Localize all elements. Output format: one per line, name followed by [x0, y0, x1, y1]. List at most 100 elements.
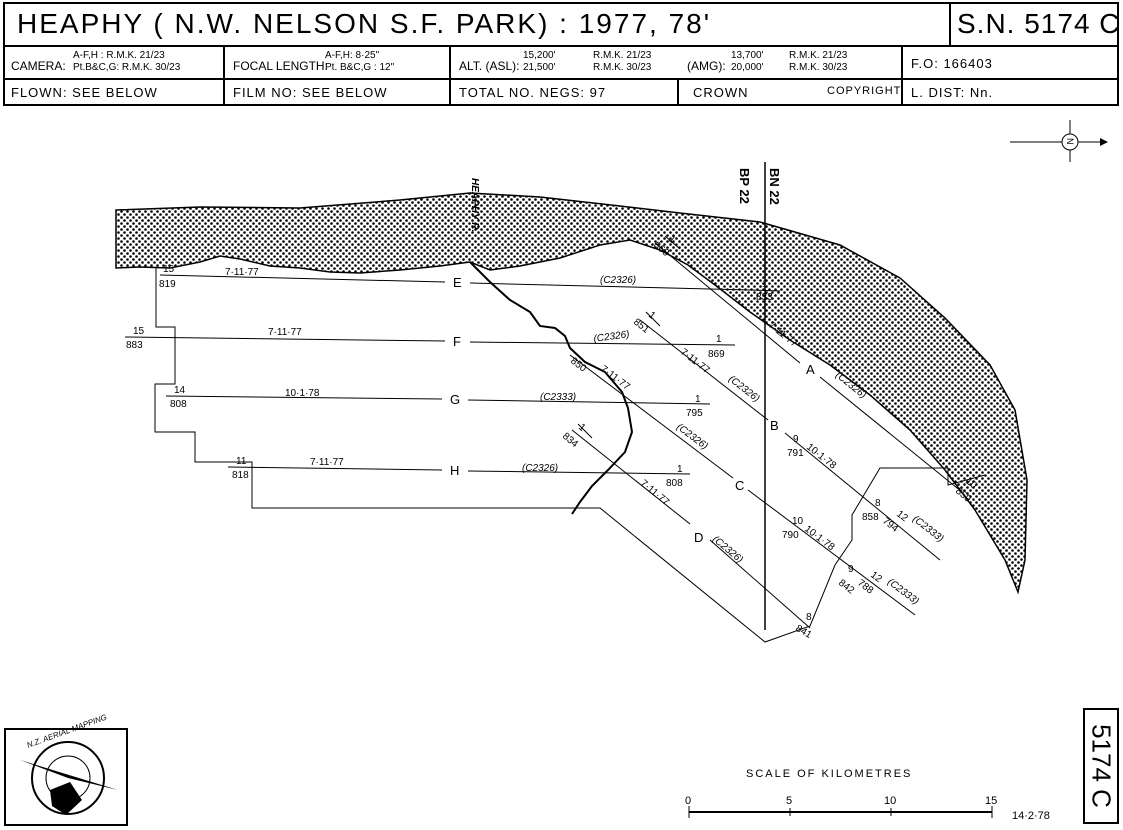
run-date-h: 7·11·77 [310, 457, 344, 468]
frame-end-top-e: 1 [762, 279, 768, 290]
frame-end-bot-g: 795 [686, 408, 703, 419]
run-letter-d: D [694, 530, 703, 545]
run-film-d: (C2326) [710, 534, 745, 566]
frame-start-bot-h: 818 [232, 470, 249, 481]
alt-asl1: 15,200' [523, 50, 556, 61]
focal-line1: A-F,H: 8·25" [325, 50, 380, 61]
amg-rmk1: R.M.K. 21/23 [789, 50, 848, 61]
flight-line-h: H 7·11·77 (C2326) 11 818 1 808 [227, 456, 691, 489]
frame-b-top: 8 [875, 498, 881, 509]
header-row-flight: FLOWN: SEE BELOW FILM NO: SEE BELOW TOTA… [5, 80, 1117, 106]
run-letter-g: G [450, 392, 460, 407]
run-date-f: 7·11·77 [268, 327, 302, 338]
alt-asl2: 21,500' [523, 62, 556, 73]
frame-end-top-d: 8 [806, 612, 812, 623]
run-letter-b: B [770, 418, 779, 433]
frame-start-top-d: 1 [576, 422, 588, 434]
logo-frame [4, 728, 128, 826]
frame-mid-bot-c: 790 [782, 530, 799, 541]
scale-tick-0: 0 [685, 795, 691, 807]
heaphy-river [469, 261, 634, 515]
sheet-number: S.N. 5174 C [957, 8, 1117, 39]
scale-title: SCALE OF KILOMETRES [746, 768, 913, 780]
frame-mid-top-b: 9 [793, 434, 799, 445]
frame-start-bot-g: 808 [170, 399, 187, 410]
run-date-b: 7·11·77 [678, 347, 712, 377]
flight-line-g: G 10·1·78 (C2333) 14 808 1 795 [165, 385, 711, 419]
frame-start-top-b: 1 [646, 310, 658, 322]
focal-label: FOCAL LENGTH: [233, 59, 328, 73]
coverage-boundary [154, 268, 986, 643]
run-film-e: (C2326) [600, 275, 636, 286]
frame-c-top: 9 [848, 564, 854, 575]
run-letter-f: F [453, 334, 461, 349]
side-label: 5174 C [1086, 724, 1117, 808]
frame-end-bot-h: 808 [666, 478, 683, 489]
frame-b-bot: 858 [862, 512, 879, 523]
flown-value: FLOWN: SEE BELOW [11, 85, 158, 100]
survey-title: HEAPHY ( N.W. NELSON S.F. PARK) : 1977, … [5, 4, 951, 45]
ldist-value: L. DIST: Nn. [911, 85, 994, 100]
alt-label: ALT. (ASL): [459, 59, 520, 73]
frame-start-top-h: 11 [236, 456, 247, 467]
run-date2-b: 10·1·78 [804, 442, 838, 472]
copyright-text: COPYRIGHT [827, 85, 902, 97]
negs-value: TOTAL NO. NEGS: 97 [459, 85, 607, 100]
run-letter-h: H [450, 463, 459, 478]
header-row-title: HEAPHY ( N.W. NELSON S.F. PARK) : 1977, … [5, 4, 1117, 47]
run-film-f: (C2326) [593, 329, 630, 345]
camera-label: CAMERA: [11, 59, 66, 73]
focal-cell: FOCAL LENGTH: A-F,H: 8·25" Pt. B&C,G : 1… [225, 47, 451, 78]
run-date-e: 7·11·77 [225, 267, 259, 278]
side-label-box: 5174 C [1083, 708, 1119, 824]
altitude-cell: ALT. (ASL): 15,200' 21,500' R.M.K. 21/23… [451, 47, 903, 78]
grid-label-bp: BP 22 [737, 168, 752, 204]
header-row-specs: CAMERA: A-F,H : R.M.K. 21/23 Pt.B&C,G: R… [5, 47, 1117, 80]
run-date2-c: 10·1·78 [802, 524, 836, 554]
frame-start-top-e: 15 [163, 264, 175, 275]
camera-line2: Pt.B&C,G: R.M.K. 30/23 [73, 62, 181, 73]
camera-cell: CAMERA: A-F,H : R.M.K. 21/23 Pt.B&C,G: R… [5, 47, 225, 78]
frame-start-top-f: 15 [133, 326, 145, 337]
frame-end-bot-e: 833 [756, 292, 773, 303]
frame-end-top-h: 1 [677, 464, 683, 475]
run-film-g: (C2333) [540, 392, 576, 403]
frame-end-top-g: 1 [695, 394, 701, 405]
flight-line-f: F 7·11·77 (C2326) 15 883 1 869 [124, 326, 736, 360]
frame-end-top-f: 1 [716, 334, 722, 345]
camera-line1: A-F,H : R.M.K. 21/23 [73, 50, 165, 61]
frame-end-bot-d: 841 [794, 623, 814, 641]
fo-number: F.O: 166403 [911, 56, 993, 71]
frame-end-bot-f: 869 [708, 349, 725, 360]
frame-start-bot-f: 883 [126, 340, 143, 351]
run-film-b: (C2326) [726, 374, 761, 405]
film-cell: FILM NO: SEE BELOW [225, 80, 451, 106]
frame-mid-bot-b: 791 [787, 448, 804, 459]
run-letter-a: A [806, 362, 815, 377]
fo-cell: F.O: 166403 [903, 47, 1117, 78]
focal-line2: Pt. B&C,G : 12" [325, 62, 395, 73]
film-value: FILM NO: SEE BELOW [233, 85, 388, 100]
scale-tick-10: 10 [884, 795, 896, 807]
alt-rmk1: R.M.K. 21/23 [593, 50, 652, 61]
alt-rmk2: R.M.K. 30/23 [593, 62, 652, 73]
frame-mid-top-c: 10 [792, 516, 804, 527]
run-date-g: 10·1·78 [285, 388, 320, 399]
flight-line-e: E 7·11·77 (C2326) 15 819 1 833 [159, 264, 781, 303]
frame-c-bot: 842 [836, 578, 856, 597]
north-arrow: N [1010, 120, 1108, 162]
header-table: HEAPHY ( N.W. NELSON S.F. PARK) : 1977, … [3, 2, 1119, 106]
crown-text: CROWN [693, 85, 749, 100]
scale-tick-15: 15 [985, 795, 997, 807]
north-symbol: N [1065, 138, 1075, 145]
copyright-cell: CROWN COPYRIGHT [679, 80, 903, 106]
run-film2-c: (C2333) [885, 577, 920, 608]
amg-rmk2: R.M.K. 30/23 [789, 62, 848, 73]
ldist-cell: L. DIST: Nn. [903, 80, 1117, 106]
scale-tick-5: 5 [786, 795, 792, 807]
flight-line-d: D 7·11·77 (C2326) 1 834 8 841 [560, 422, 814, 641]
river-label: HEAPHY R. [469, 178, 480, 232]
run-letter-c: C [735, 478, 744, 493]
frame-start-bot-e: 819 [159, 279, 176, 290]
